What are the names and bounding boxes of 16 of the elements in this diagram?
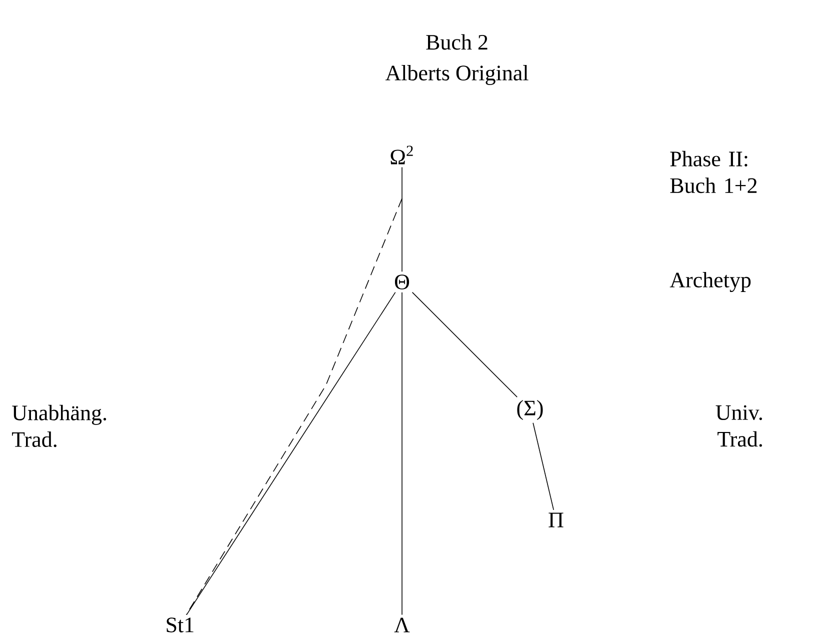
connector-line xyxy=(412,292,518,398)
node-label: Λ xyxy=(394,618,410,632)
connector-line xyxy=(186,292,396,616)
text-label: Archetyp xyxy=(670,272,751,292)
node-label: St1 xyxy=(166,618,194,632)
text-label: Unabhäng. Trad. xyxy=(12,404,106,448)
text-label: Alberts Original xyxy=(385,65,528,85)
connector-line xyxy=(532,422,554,510)
connector-line xyxy=(186,198,402,616)
node-label: (Σ) xyxy=(517,400,543,420)
node-label: Ω$^{2}$ xyxy=(390,146,413,164)
node-label: Π xyxy=(548,512,564,528)
text-label: Univ. Trad. xyxy=(716,405,762,447)
title: Buch 2 xyxy=(426,34,488,50)
node-label: Θ xyxy=(394,274,410,290)
text-label: Phase II: Buch 1+2 xyxy=(670,150,757,194)
